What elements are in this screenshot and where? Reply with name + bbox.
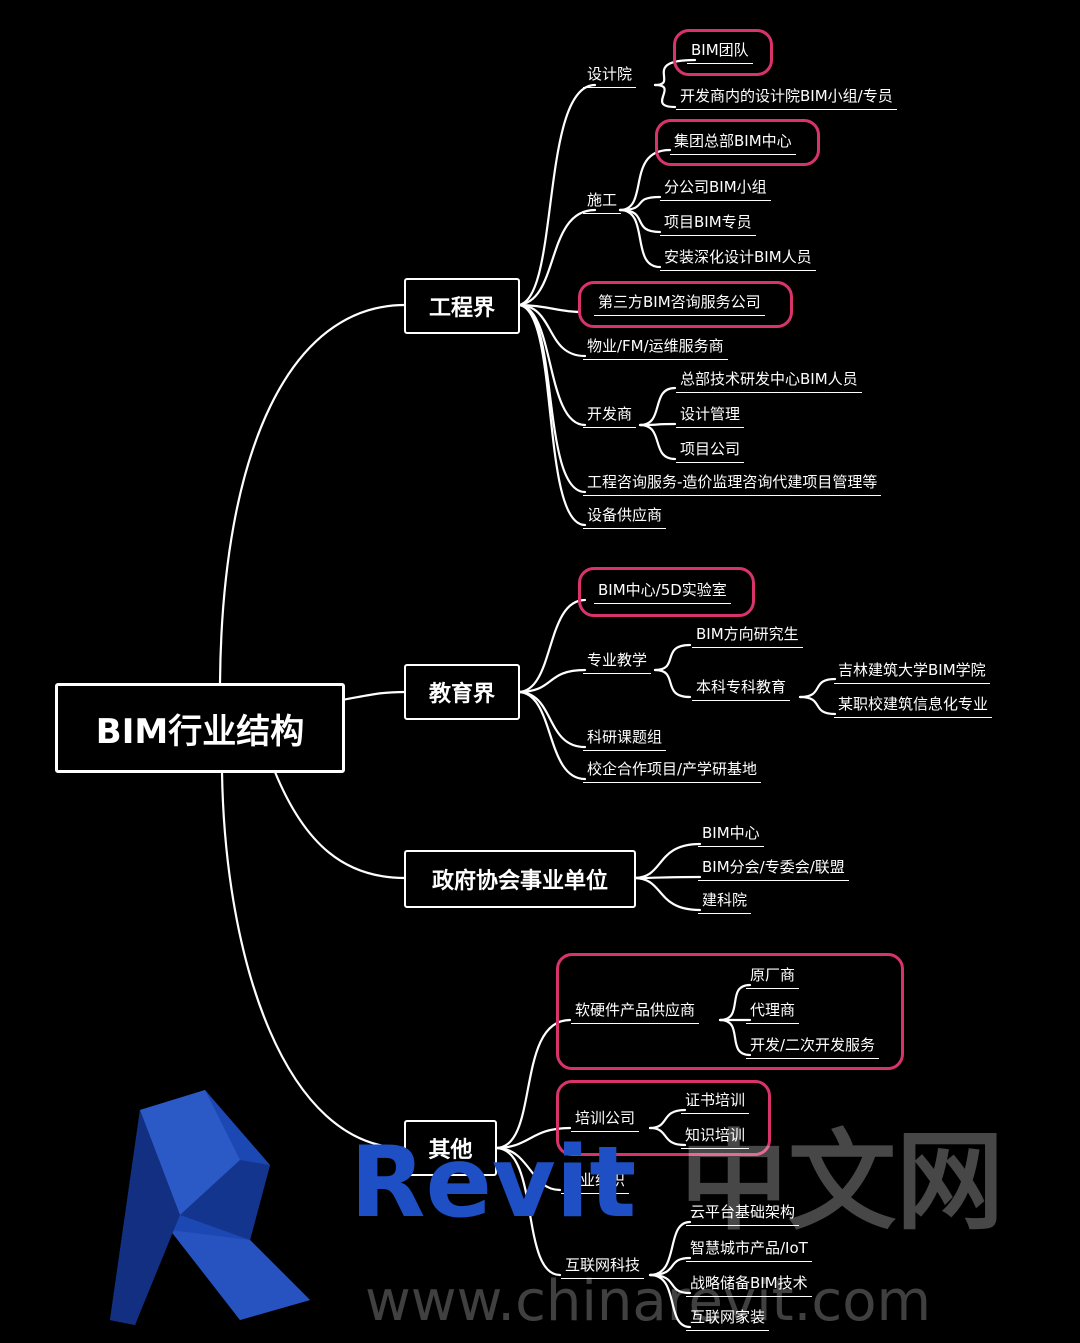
node-knowledge-training: 知识培训 [681, 1125, 750, 1149]
node-equipment: 设备供应商 [583, 505, 667, 529]
node-strategic-bim: 战略储备BIM技术 [686, 1273, 812, 1297]
highlight-bim-team [673, 29, 773, 76]
node-cloud: 云平台基础架构 [686, 1202, 800, 1226]
node-construction: 施工 [583, 190, 622, 214]
category-government: 政府协会事业单位 [404, 850, 636, 908]
node-internet: 互联网科技 [561, 1255, 645, 1279]
node-teaching: 专业教学 [583, 650, 652, 674]
node-research-institute: 建科院 [698, 890, 752, 914]
node-postgrad: BIM方向研究生 [692, 624, 803, 648]
node-third-party: 第三方BIM咨询服务公司 [594, 292, 765, 316]
node-design-mgmt: 设计管理 [676, 404, 745, 428]
highlight-software-vendors [556, 953, 904, 1070]
highlight-bim-lab [578, 567, 755, 617]
node-agent: 代理商 [746, 1000, 800, 1024]
highlight-training [556, 1080, 771, 1156]
node-property-fm: 物业/FM/运维服务商 [583, 336, 728, 360]
node-consulting: 工程咨询服务-造价监理咨询代建项目管理等 [583, 472, 882, 496]
node-smart-city: 智慧城市产品/IoT [686, 1238, 812, 1262]
node-vendor: 原厂商 [746, 965, 800, 989]
node-research: 科研课题组 [583, 727, 667, 751]
category-education: 教育界 [404, 664, 520, 720]
node-bim-lab: BIM中心/5D实验室 [594, 580, 731, 604]
node-project-company: 项目公司 [676, 439, 745, 463]
node-hq-tech-bim: 总部技术研发中心BIM人员 [676, 369, 862, 393]
category-other: 其他 [404, 1120, 497, 1176]
node-bim-center: BIM中心 [698, 823, 764, 847]
node-project-bim: 项目BIM专员 [660, 212, 756, 236]
node-industry-org: 行业组织 [561, 1170, 630, 1194]
node-software-vendor: 软硬件产品供应商 [571, 1000, 700, 1024]
category-engineering: 工程界 [404, 278, 520, 334]
node-design-institute: 设计院 [583, 64, 637, 88]
node-bim-branch: BIM分会/专委会/联盟 [698, 857, 849, 881]
node-training: 培训公司 [571, 1108, 640, 1132]
node-dev-service: 开发/二次开发服务 [746, 1035, 880, 1059]
node-cert-training: 证书培训 [681, 1090, 750, 1114]
watermark-brand-latin: Revit [350, 1126, 637, 1240]
watermark-url: www.chinarevit.com [365, 1269, 932, 1334]
node-jilin: 吉林建筑大学BIM学院 [834, 660, 990, 684]
node-industry-base: 校企合作项目/产学研基地 [583, 759, 762, 783]
node-home-decor: 互联网家装 [686, 1307, 770, 1331]
node-developer: 开发商 [583, 404, 637, 428]
node-undergrad: 本科专科教育 [692, 677, 791, 701]
watermark-brand-cn: 中文网 [680, 1120, 1005, 1245]
node-install-bim: 安装深化设计BIM人员 [660, 247, 816, 271]
node-developer-design-bim: 开发商内的设计院BIM小组/专员 [676, 86, 897, 110]
highlight-third-party [578, 281, 793, 328]
node-vocational: 某职校建筑信息化专业 [834, 694, 993, 718]
node-branch-bim: 分公司BIM小组 [660, 177, 771, 201]
root-node: BIM行业结构 [55, 683, 345, 773]
node-bim-team: BIM团队 [687, 40, 753, 64]
highlight-group-hq-bim [655, 119, 820, 166]
node-group-hq-bim: 集团总部BIM中心 [670, 131, 796, 155]
